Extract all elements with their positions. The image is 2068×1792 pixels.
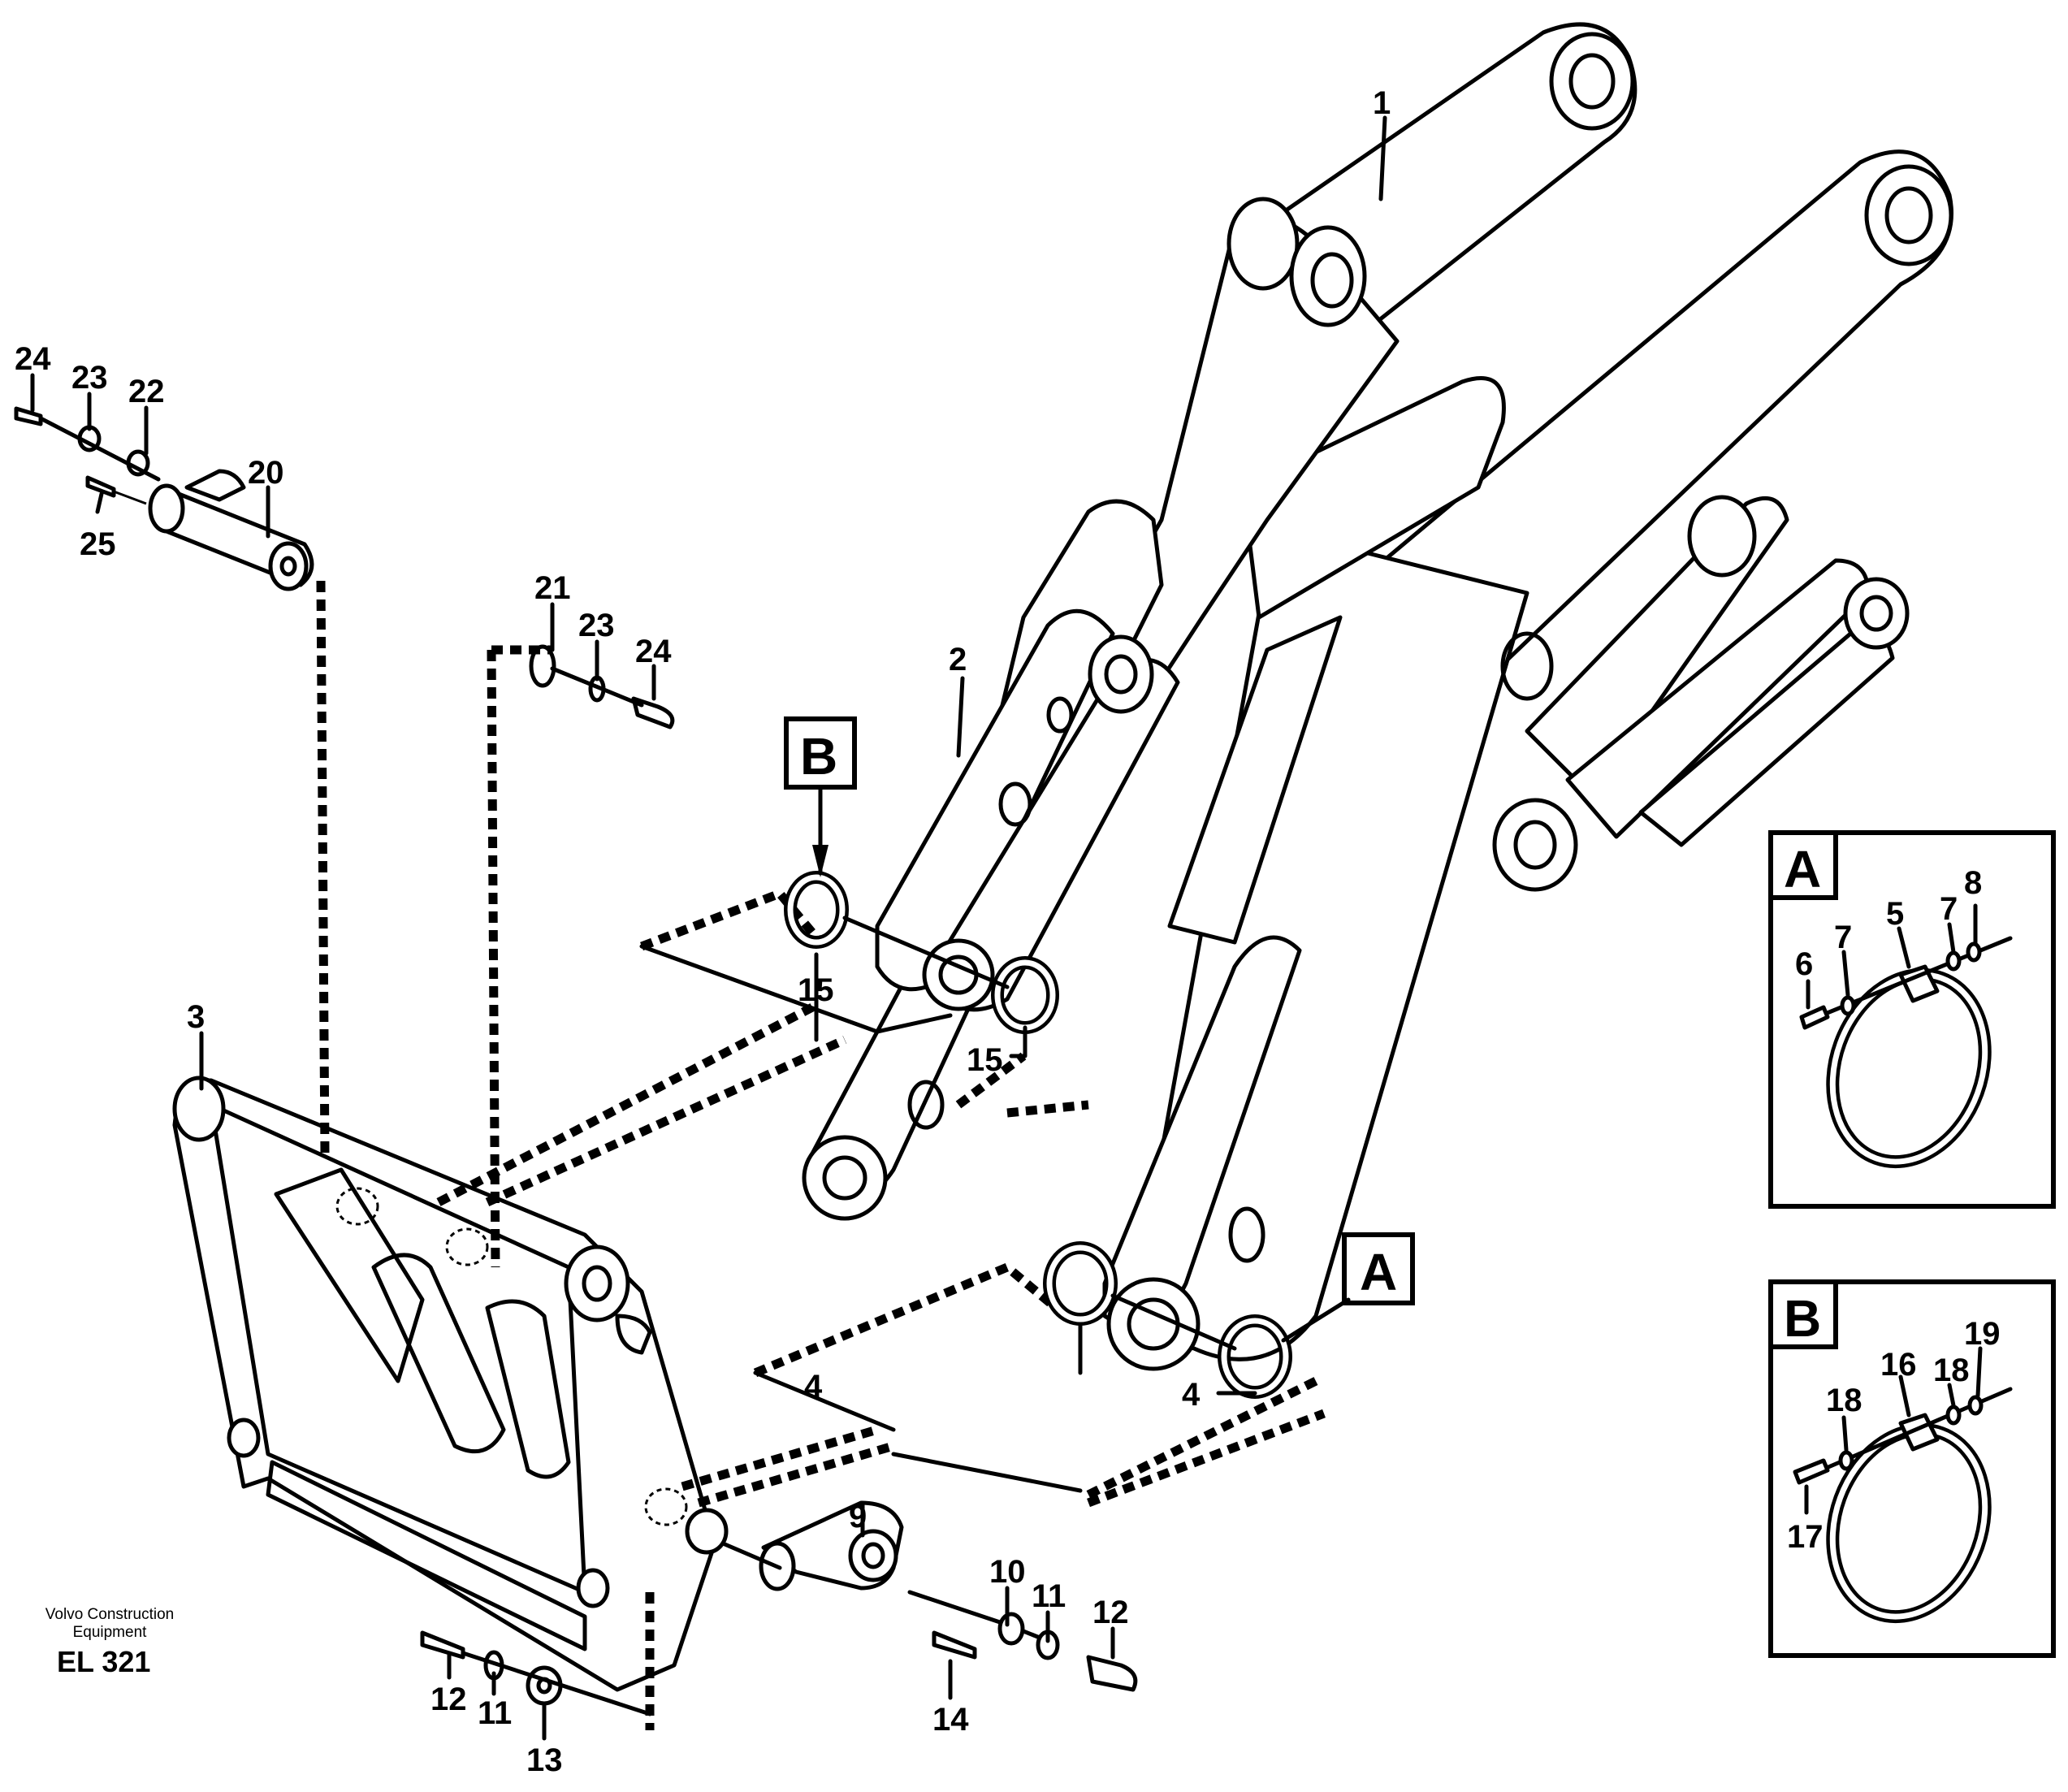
view-b-reference: B (784, 716, 857, 877)
hydraulic-cylinders (1492, 495, 1910, 892)
callout-1: 1 (1373, 85, 1391, 121)
callout-15: 15 (967, 1042, 1003, 1078)
callout-8: 8 (1964, 865, 1982, 901)
callout-7: 7 (1940, 891, 1958, 927)
callout-23: 23 (71, 360, 108, 396)
pin-assembly-lower (420, 1500, 1138, 1716)
callout-17: 17 (1787, 1519, 1824, 1555)
callout-11: 11 (478, 1695, 512, 1731)
detail-view-b-letter: B (1784, 1289, 1821, 1348)
callout-6: 6 (1795, 946, 1813, 982)
attachment-bracket (172, 1076, 729, 1692)
callout-3: 3 (187, 999, 205, 1035)
callout-21: 21 (534, 570, 571, 606)
retaining-rings (784, 871, 1292, 1399)
callout-16: 16 (1880, 1347, 1917, 1383)
pin-assembly-upper (14, 406, 314, 591)
callout-2: 2 (949, 642, 967, 677)
detail-view-a-letter: A (1784, 840, 1821, 898)
view-b-reference-letter: B (800, 727, 837, 786)
callout-24: 24 (635, 634, 672, 669)
callout-25: 25 (80, 526, 116, 562)
callout-20: 20 (248, 455, 284, 491)
maker-line-1: Volvo Construction (45, 1606, 174, 1623)
callout-24: 24 (15, 341, 51, 377)
callout-14: 14 (932, 1702, 969, 1738)
callout-11: 11 (1032, 1578, 1066, 1614)
callout-15: 15 (798, 972, 834, 1008)
bolt-assembly-upper-middle (529, 644, 675, 729)
view-a-reference: A (1281, 1232, 1415, 1343)
callout-10: 10 (989, 1554, 1026, 1590)
callout-18: 18 (1826, 1383, 1862, 1418)
callout-7: 7 (1834, 920, 1852, 955)
callout-12: 12 (430, 1682, 467, 1717)
maker-line-2: Equipment (73, 1624, 148, 1641)
callout-9: 9 (849, 1499, 867, 1534)
callout-numbers: 1 2 3 4 4 5 6 7 7 8 9 10 11 11 12 12 13 … (15, 85, 2001, 1778)
detail-view-a: A (1768, 830, 2056, 1209)
callout-13: 13 (526, 1742, 563, 1778)
callout-19: 19 (1964, 1316, 2001, 1352)
drawing-code: EL 321 (57, 1645, 150, 1678)
callout-23: 23 (578, 608, 615, 643)
callout-5: 5 (1886, 896, 1904, 932)
callout-leaders (30, 115, 1387, 1741)
assembly-guide-lines (316, 580, 1326, 1730)
callout-4: 4 (804, 1369, 823, 1405)
detail-view-b: B (1768, 1279, 2056, 1658)
callout-12: 12 (1092, 1595, 1129, 1630)
callout-4: 4 (1182, 1377, 1201, 1413)
view-a-reference-letter: A (1360, 1243, 1397, 1301)
footer: Volvo Construction Equipment EL 321 (45, 1606, 174, 1678)
callout-18: 18 (1933, 1353, 1970, 1388)
callout-22: 22 (128, 374, 165, 409)
